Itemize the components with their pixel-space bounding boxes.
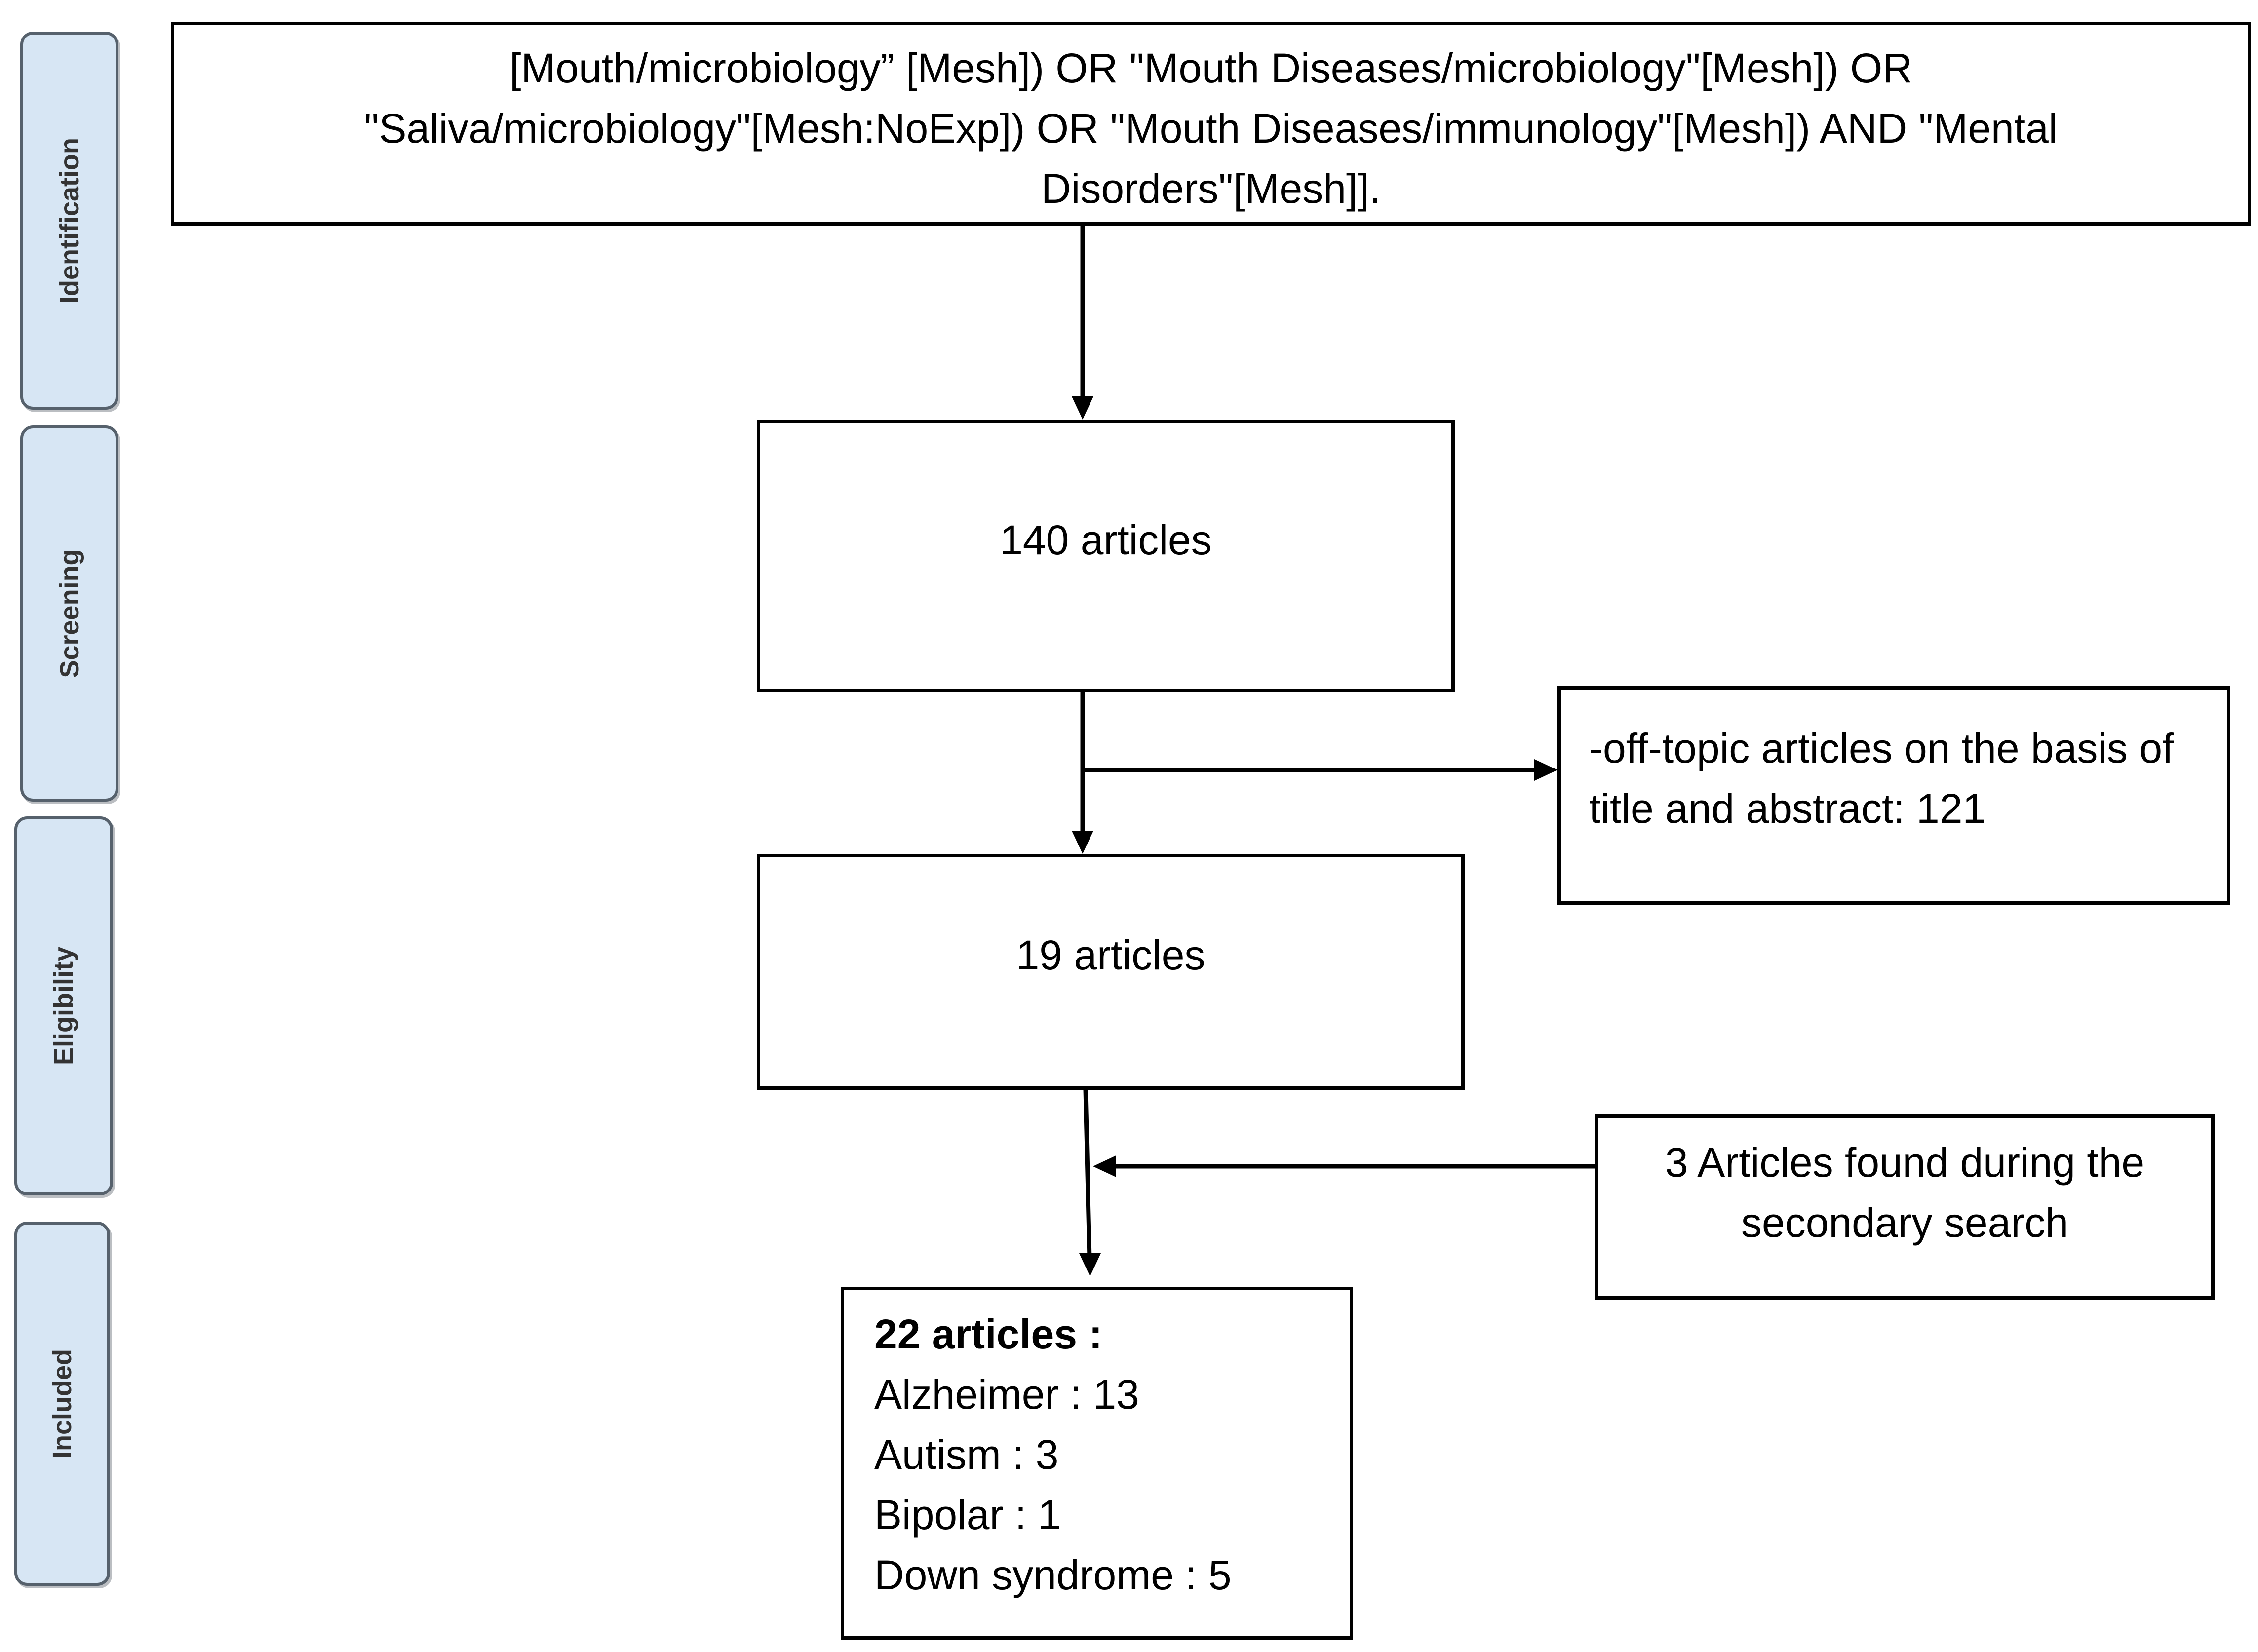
screening-count-text: 140 articles [1000,517,1212,563]
included-item: Bipolar : 1 [874,1492,1061,1538]
arrow-secondary-search-to-flow [1093,1155,1595,1177]
included-box: 22 articles : Alzheimer : 13 Autism : 3 … [841,1287,1353,1640]
arrow-screening-to-excluded [1081,759,1557,781]
arrowhead [1072,396,1093,420]
search-query-line: Disorders"[Mesh]]. [1041,165,1381,212]
excluded-text: -off-topic articles on the basis of titl… [1589,718,2174,839]
phase-screening: Screening [20,425,118,802]
eligibility-count-box: 19 articles [757,854,1465,1090]
search-query-text: [Mouth/microbiology” [Mesh]) OR "Mouth D… [174,38,2248,219]
included-item: Autism : 3 [874,1431,1059,1478]
excluded-box: -off-topic articles on the basis of titl… [1557,686,2230,905]
included-item: Alzheimer : 13 [874,1371,1139,1418]
arrow-screening-to-eligibility [1072,692,1093,854]
arrow-shaft [1083,1089,1092,1258]
arrowhead [1072,831,1093,854]
excluded-line: -off-topic articles on the basis of [1589,725,2174,771]
included-item: Down syndrome : 5 [874,1552,1232,1598]
search-query-box: [Mouth/microbiology” [Mesh]) OR "Mouth D… [171,22,2251,226]
arrow-query-to-screening [1072,226,1093,420]
eligibility-count-text: 19 articles [1016,932,1206,978]
arrowhead [1079,1253,1101,1276]
secondary-search-box: 3 Articles found during the secondary se… [1595,1114,2215,1300]
arrow-eligibility-to-included [1079,1089,1101,1276]
arrowhead [1534,759,1557,781]
included-text: 22 articles : Alzheimer : 13 Autism : 3 … [874,1304,1232,1605]
search-query-line: "Saliva/microbiology"[Mesh:NoExp]) OR "M… [364,105,2058,152]
secondary-search-text: 3 Articles found during the secondary se… [1598,1132,2211,1253]
included-title: 22 articles : [874,1311,1103,1357]
arrowhead [1093,1155,1116,1177]
phase-included: Included [14,1222,110,1586]
phase-eligibility: Eligibility [14,816,113,1195]
secondary-search-line: 3 Articles found during the [1665,1139,2145,1186]
search-query-line: [Mouth/microbiology” [Mesh]) OR "Mouth D… [509,45,1912,91]
excluded-line: title and abstract: 121 [1589,785,1986,832]
phase-identification: Identification [20,32,118,410]
secondary-search-line: secondary search [1741,1199,2069,1246]
screening-count-box: 140 articles [757,420,1455,692]
